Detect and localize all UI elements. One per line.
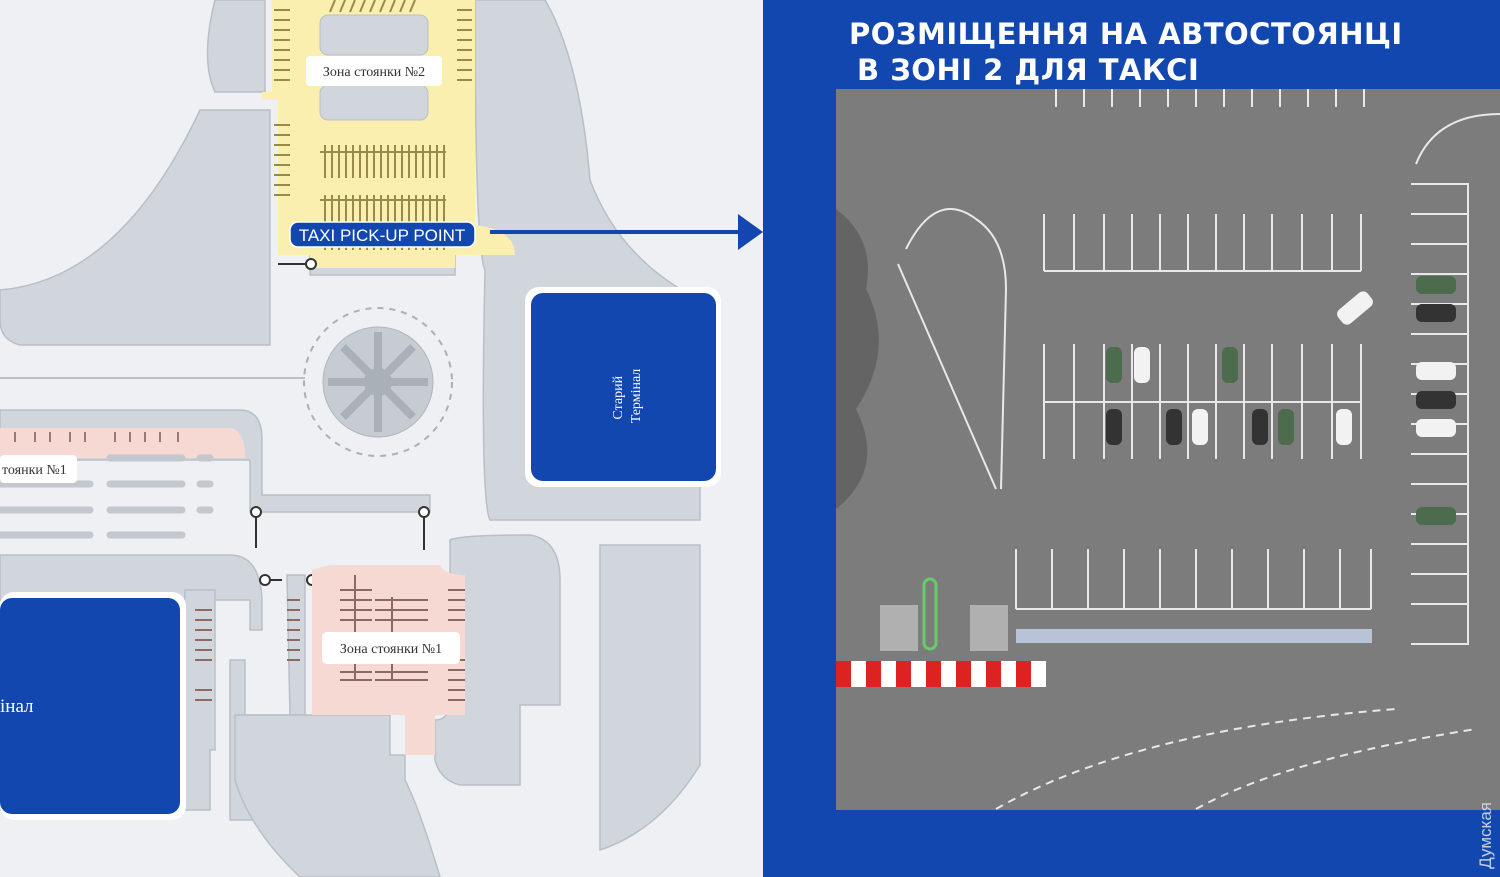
title-line-2: В ЗОНІ 2 ДЛЯ ТАКСІ xyxy=(857,53,1200,87)
arrow-right-icon xyxy=(490,214,763,250)
zone-1-left-label: тоянки №1 xyxy=(2,463,67,478)
taxi-pickup-badge[interactable] xyxy=(289,221,476,248)
main-terminal-building[interactable] xyxy=(0,598,180,814)
old-terminal-building[interactable] xyxy=(531,293,716,481)
title-line-1: РОЗМІЩЕННЯ НА АВТОСТОЯНЦІ xyxy=(849,17,1403,51)
old-terminal-label-1: Старий xyxy=(611,375,626,419)
airport-map: Зона стоянки №2 TAXI PICK-UP POINT Стари… xyxy=(0,0,763,877)
roundabout xyxy=(0,307,453,457)
watermark: Думская xyxy=(1476,802,1495,869)
parking-render xyxy=(836,89,1500,810)
parked-cars xyxy=(1106,276,1456,525)
terminal-label: інал xyxy=(0,696,34,717)
info-panel: РОЗМІЩЕННЯ НА АВТОСТОЯНЦІ В ЗОНІ 2 ДЛЯ Т… xyxy=(763,0,1500,877)
taxi-pickup-label: TAXI PICK-UP POINT xyxy=(299,226,466,245)
zone-2-label-box xyxy=(306,56,442,86)
panel-title: РОЗМІЩЕННЯ НА АВТОСТОЯНЦІ В ЗОНІ 2 ДЛЯ Т… xyxy=(849,16,1403,88)
zone-1-label-box xyxy=(322,632,460,664)
zone-1-label: Зона стоянки №1 xyxy=(340,642,442,657)
svg-text:Старий Термінал: Старий Термінал xyxy=(611,369,644,424)
entry-barrier xyxy=(836,577,1372,687)
zone-2-label: Зона стоянки №2 xyxy=(323,65,425,80)
old-terminal-label-2: Термінал xyxy=(629,369,644,424)
